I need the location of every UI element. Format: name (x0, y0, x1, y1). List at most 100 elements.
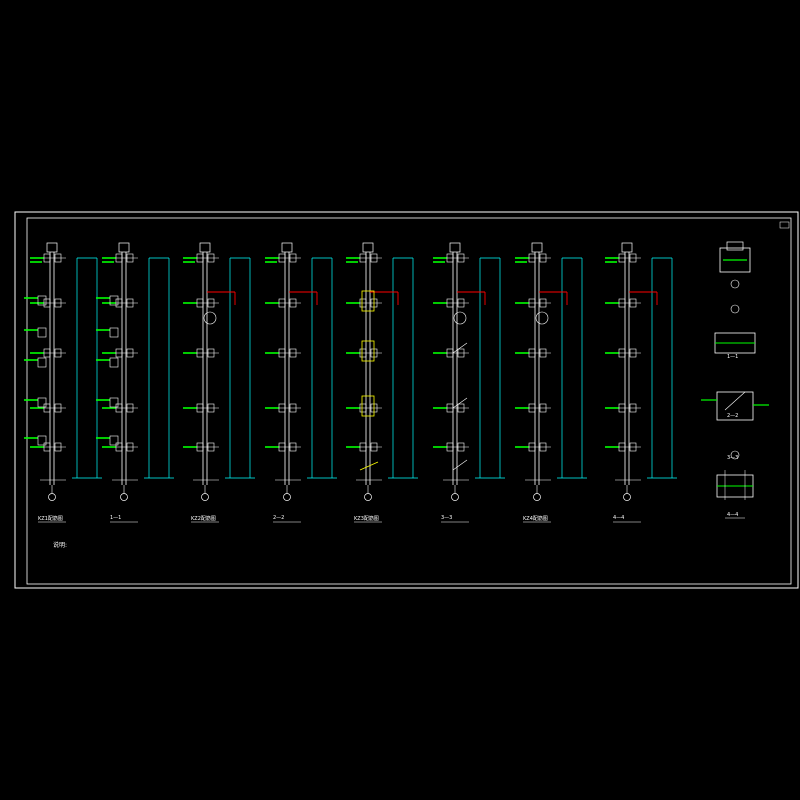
beam-section (109, 357, 119, 368)
beam-stub (618, 253, 626, 263)
inner-frame (26, 217, 792, 585)
section-outline (716, 391, 754, 421)
rebar-highlight (361, 340, 375, 362)
axis-bubble (120, 493, 128, 501)
section-label: 2—2 (727, 413, 739, 419)
beam-stub (629, 403, 637, 413)
beam-stub (43, 442, 51, 452)
beam-stub (359, 298, 367, 308)
column-top-marker (531, 242, 543, 253)
detail-callout (453, 311, 467, 325)
section-label: 3—3 (727, 455, 739, 461)
column-label: KZ1配筋图 (38, 516, 63, 522)
beam-stub (196, 298, 204, 308)
beam-stub (446, 253, 454, 263)
beam-stub (629, 253, 637, 263)
beam-stub (528, 253, 536, 263)
beam-stub (457, 403, 465, 413)
beam-stub (539, 403, 547, 413)
detail-callout (203, 311, 217, 325)
beam-stub (618, 403, 626, 413)
beam-section (109, 327, 119, 338)
beam-stub (115, 348, 123, 358)
beam-stub (359, 403, 367, 413)
beam-stub (54, 298, 62, 308)
beam-stub (126, 403, 134, 413)
beam-stub (457, 348, 465, 358)
beam-stub (207, 403, 215, 413)
haunch-line (452, 397, 468, 409)
beam-stub (126, 298, 134, 308)
beam-stub (446, 442, 454, 452)
column-top-marker (621, 242, 633, 253)
beam-stub (126, 253, 134, 263)
axis-bubble (451, 493, 459, 501)
beam-section (37, 327, 47, 338)
beam-stub (115, 298, 123, 308)
beam-section (109, 295, 119, 306)
column-top-marker (449, 242, 461, 253)
column-top-marker (362, 242, 374, 253)
beam-stub (457, 442, 465, 452)
beam-section (37, 397, 47, 408)
axis-bubble (533, 493, 541, 501)
beam-section (37, 435, 47, 446)
axis-bubble (201, 493, 209, 501)
beam-stub (207, 298, 215, 308)
beam-stub (54, 348, 62, 358)
beam-stub (629, 298, 637, 308)
beam-section (37, 295, 47, 306)
section-bubble (730, 450, 740, 460)
column-top-marker (281, 242, 293, 253)
beam-stub (207, 348, 215, 358)
beam-stub (359, 253, 367, 263)
beam-stub (278, 442, 286, 452)
beam-stub (126, 348, 134, 358)
axis-bubble (283, 493, 291, 501)
beam-stub (196, 253, 204, 263)
axis-bubble (48, 493, 56, 501)
beam-stub (196, 348, 204, 358)
beam-stub (115, 403, 123, 413)
beam-stub (289, 348, 297, 358)
beam-stub (370, 253, 378, 263)
beam-stub (115, 253, 123, 263)
beam-stub (115, 442, 123, 452)
beam-stub (43, 403, 51, 413)
beam-stub (618, 442, 626, 452)
column-elevations (24, 242, 677, 523)
beam-stub (528, 348, 536, 358)
beam-stub (629, 348, 637, 358)
beam-stub (618, 348, 626, 358)
beam-section (109, 397, 119, 408)
beam-stub (207, 442, 215, 452)
beam-stub (289, 403, 297, 413)
beam-stub (54, 442, 62, 452)
beam-stub (289, 253, 297, 263)
outer-frame (14, 211, 799, 589)
beam-stub (528, 403, 536, 413)
title-block-mark (779, 221, 790, 229)
beam-stub (43, 253, 51, 263)
beam-stub (278, 348, 286, 358)
column-label: KZ2配筋图 (191, 516, 216, 522)
beam-stub (54, 253, 62, 263)
beam-stub (278, 298, 286, 308)
column-label: KZ4配筋图 (523, 516, 548, 522)
beam-stub (289, 442, 297, 452)
column-label: 3—3 (441, 515, 453, 521)
beam-stub (126, 442, 134, 452)
beam-stub (278, 253, 286, 263)
column-label: 4—4 (613, 515, 625, 521)
beam-stub (528, 298, 536, 308)
column-label: 1—1 (110, 515, 122, 521)
beam-stub (539, 298, 547, 308)
section-details (701, 241, 769, 519)
beam-stub (196, 403, 204, 413)
section-bubble (730, 304, 740, 314)
section-outline (719, 247, 751, 273)
section-label: 4—4 (727, 512, 739, 518)
beam-stub (278, 403, 286, 413)
beam-stub (289, 298, 297, 308)
section-flange (726, 241, 744, 251)
